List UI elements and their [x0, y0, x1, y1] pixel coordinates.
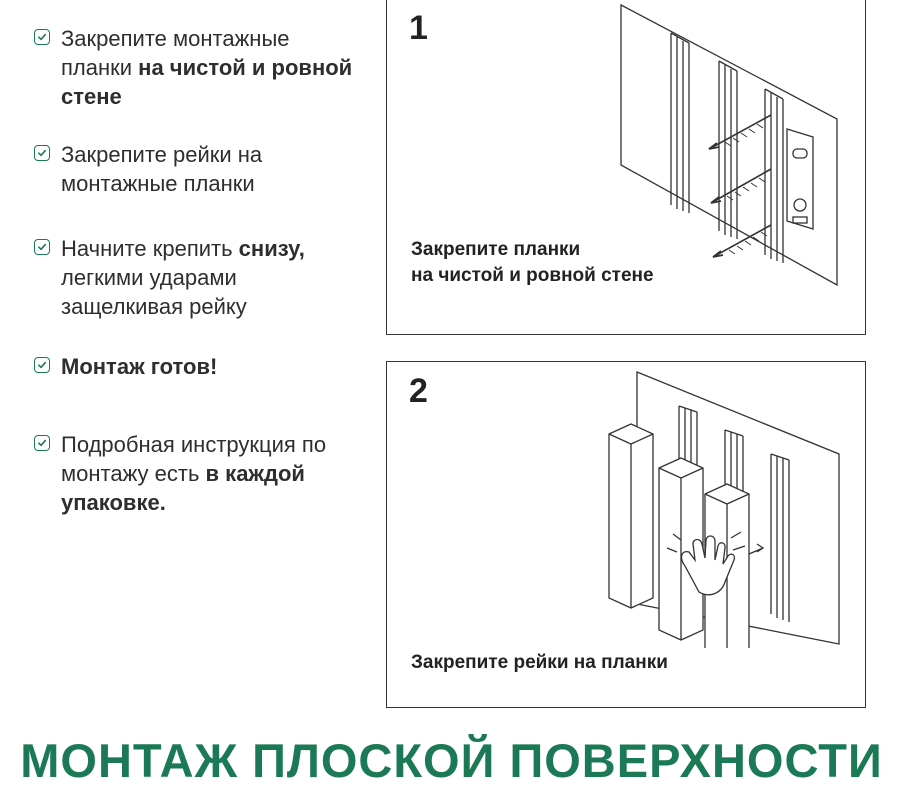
checkbox-checked-icon — [34, 145, 50, 161]
step-text: Закрепите монтажные планки на чистой и р… — [61, 24, 364, 111]
step-text-part: Закрепите рейки на монтажные планки — [61, 142, 263, 196]
checkbox-checked-icon — [34, 29, 50, 45]
step-text-part: снизу, — [238, 236, 305, 261]
panel-number: 1 — [409, 9, 428, 47]
step-text: Закрепите рейки на монтажные планки — [61, 140, 364, 198]
panel-number: 2 — [409, 372, 428, 410]
panel-caption-line2: на чистой и ровной стене — [411, 265, 654, 286]
wall-mounting-strips-illustration — [620, 3, 838, 287]
page-title: МОНТАЖ ПЛОСКОЙ ПОВЕРХНОСТИ — [20, 734, 883, 787]
attaching-slats-illustration — [608, 371, 840, 648]
step-text: Монтаж готов! — [61, 352, 217, 381]
step-text-part: на чистой и ровной стене — [61, 55, 353, 109]
checkbox-checked-icon — [34, 357, 50, 373]
panel-caption: Закрепите рейки на планки — [411, 652, 668, 673]
step-item: Закрепите монтажные планки на чистой и р… — [34, 24, 364, 111]
checkbox-checked-icon — [34, 239, 50, 255]
step-item: Монтаж готов! — [34, 352, 364, 381]
step-item: Подробная инструкция по монтажу есть в к… — [34, 430, 364, 517]
step-text: Подробная инструкция по монтажу есть в к… — [61, 430, 364, 517]
step-item: Начните крепить снизу, легкими ударами з… — [34, 234, 364, 321]
step-text-part: легкими ударами защелкивая рейку — [61, 265, 247, 319]
step-item: Закрепите рейки на монтажные планки — [34, 140, 364, 198]
panel-caption-line1: Закрепите планки — [411, 239, 581, 260]
checkbox-checked-icon — [34, 435, 50, 451]
step-2-panel: 2 Закрепите рейки на планки — [386, 361, 866, 708]
step-1-panel: 1 Закрепите пл — [386, 0, 866, 335]
step-text-part: Закрепите монтажные планки — [61, 26, 290, 80]
step-text-part: Монтаж готов! — [61, 354, 218, 379]
step-text: Начните крепить снизу, легкими ударами з… — [61, 234, 364, 321]
step-text-part: Подробная инструкция по монтажу есть — [61, 432, 327, 486]
step-text-part: в каждой упаковке. — [61, 461, 305, 515]
step-text-part: Начните крепить — [61, 236, 239, 261]
